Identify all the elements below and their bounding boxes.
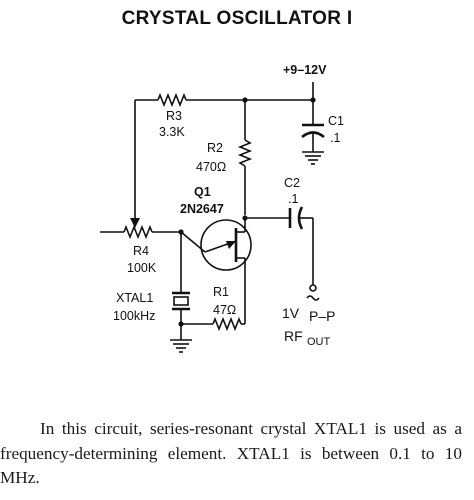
crystal-oscillator-schematic: +9–12V C1 .1 R3 3.3K R2 470Ω C2 .1 — [100, 63, 344, 353]
xtal-name-label: XTAL1 — [116, 291, 153, 305]
description-text: In this circuit, series-resonant crystal… — [0, 417, 462, 491]
output-pp-label: P–P — [309, 308, 335, 324]
supply-rail — [135, 82, 316, 103]
r3-value-label: 3.3K — [159, 125, 185, 139]
r2-value-label: 470Ω — [196, 160, 226, 174]
output-rf-label: RF — [284, 328, 303, 344]
caption-paragraph: In this circuit, series-resonant crystal… — [0, 419, 462, 487]
r2-name-label: R2 — [207, 141, 223, 155]
q1-part-label: 2N2647 — [180, 202, 224, 216]
output-sub-label: OUT — [307, 336, 331, 348]
resistor-r1 — [181, 286, 246, 332]
r4-value-label: 100K — [127, 261, 157, 275]
capacitor-c1 — [301, 100, 325, 152]
xtal-value-label: 100kHz — [113, 309, 155, 323]
r3-name-label: R3 — [166, 109, 182, 123]
potentiometer-r4 — [100, 100, 184, 240]
c1-value-label: .1 — [330, 131, 340, 145]
transistor-q1 — [180, 218, 252, 286]
c2-value-label: .1 — [288, 192, 298, 206]
c2-name-label: C2 — [284, 176, 300, 190]
crystal-xtal1 — [172, 232, 190, 340]
r4-name-label: R4 — [133, 244, 149, 258]
r1-value-label: 47Ω — [213, 303, 236, 317]
r1-name-label: R1 — [213, 285, 229, 299]
resistor-r3 — [157, 92, 187, 108]
q1-name-label: Q1 — [194, 185, 211, 199]
ground-symbol — [302, 151, 324, 165]
c1-name-label: C1 — [328, 114, 344, 128]
diagram-title: CRYSTAL OSCILLATOR I — [121, 8, 353, 29]
output-level-label: 1V — [282, 305, 300, 321]
resistor-r2 — [237, 100, 253, 215]
supply-voltage-label: +9–12V — [283, 63, 327, 77]
output-terminal — [309, 284, 317, 292]
output-coupling — [242, 206, 320, 301]
ground-symbol — [170, 339, 192, 353]
